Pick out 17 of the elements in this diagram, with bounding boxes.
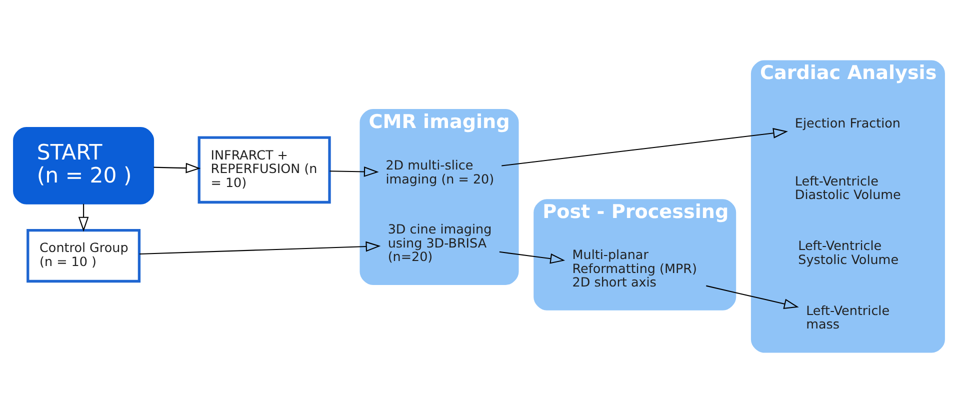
node-box: START (n = 20 ) — [13, 126, 154, 204]
node-box: Control Group (n = 10 ) — [26, 228, 141, 282]
node-text: Ejection Fraction — [794, 115, 901, 130]
arrow — [78, 203, 89, 232]
arrow — [499, 250, 566, 264]
node-box: INFRARCT + REPERFUSION (n = 10) — [198, 136, 331, 204]
arrow — [330, 166, 379, 176]
node-text: Left-Ventricle Diastolic Volume — [794, 172, 901, 202]
node-text: Multi-planar Reformatting (MPR) 2D short axis — [572, 246, 697, 290]
arrow — [154, 162, 201, 173]
node-text: 2D multi-slice imaging (n = 20) — [386, 157, 494, 186]
arrow — [502, 128, 788, 166]
arrow — [139, 240, 381, 254]
arrow — [706, 284, 799, 308]
node-text: Left-Ventricle Systolic Volume — [798, 238, 899, 266]
node-text: Left-Ventricle mass — [806, 302, 890, 332]
node-text: 3D cine imaging using 3D-BRISA (n=20) — [388, 221, 492, 264]
